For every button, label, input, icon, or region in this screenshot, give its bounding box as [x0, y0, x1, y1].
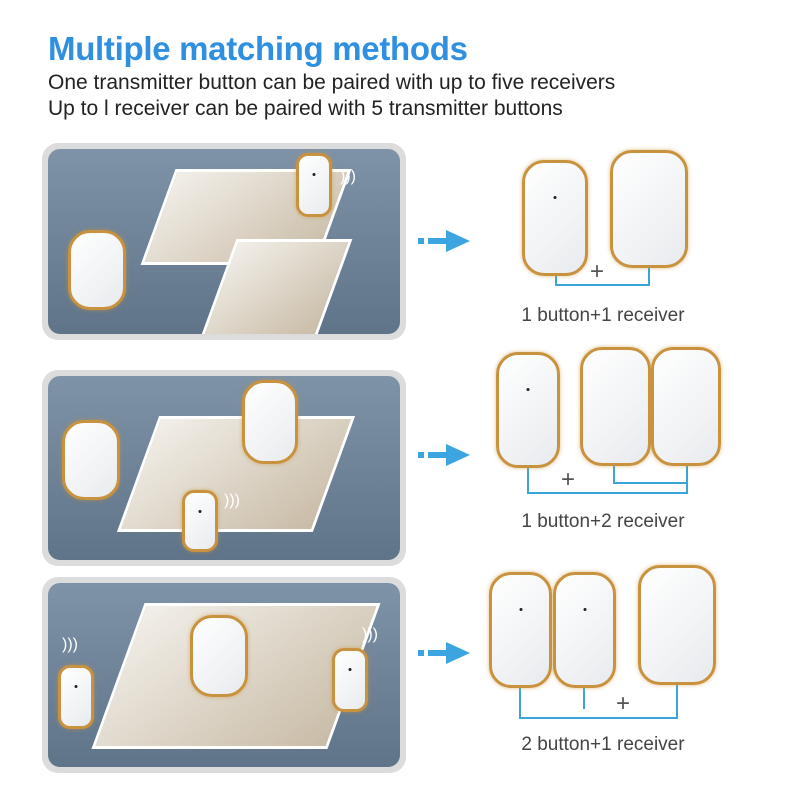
house-illustration [116, 416, 356, 532]
wifi-icon: ))) [62, 636, 78, 653]
plus-sign: + [616, 690, 631, 717]
page-title: Multiple matching methods [48, 30, 468, 67]
receiver-device [242, 380, 298, 464]
plus-sign: + [561, 466, 576, 493]
subtitle-line: Up to l receiver can be paired with 5 tr… [48, 97, 563, 120]
connection-line [613, 462, 688, 484]
subtitle-line: One transmitter button can be paired wit… [48, 71, 616, 94]
wifi-icon: ))) [362, 626, 378, 643]
combo-label: 2 button+1 receiver [521, 734, 685, 755]
combo-label: 1 button+1 receiver [521, 305, 685, 326]
combo-label: 1 button+2 receiver [521, 511, 685, 532]
receiver-device [610, 150, 688, 268]
arrow-right-icon [418, 230, 470, 252]
transmitter-device [489, 572, 552, 688]
receiver-device [580, 347, 651, 466]
wifi-icon: ))) [340, 168, 356, 185]
arrow-right-icon [418, 444, 470, 466]
connection-line [583, 682, 585, 709]
wifi-icon: ))) [224, 492, 240, 509]
transmitter-device [58, 665, 94, 729]
transmitter-device [496, 352, 560, 468]
connection-line [519, 682, 678, 719]
arrow-right-icon [418, 642, 470, 664]
connection-line [555, 268, 650, 286]
transmitter-device [332, 648, 368, 712]
transmitter-device [296, 153, 332, 217]
receiver-device [651, 347, 721, 466]
transmitter-device [522, 160, 588, 276]
receiver-device [62, 420, 120, 500]
receiver-device [68, 230, 126, 310]
plus-sign: + [590, 258, 605, 285]
transmitter-device [553, 572, 616, 688]
receiver-device [638, 565, 716, 685]
transmitter-device [182, 490, 218, 552]
receiver-device [190, 615, 248, 697]
